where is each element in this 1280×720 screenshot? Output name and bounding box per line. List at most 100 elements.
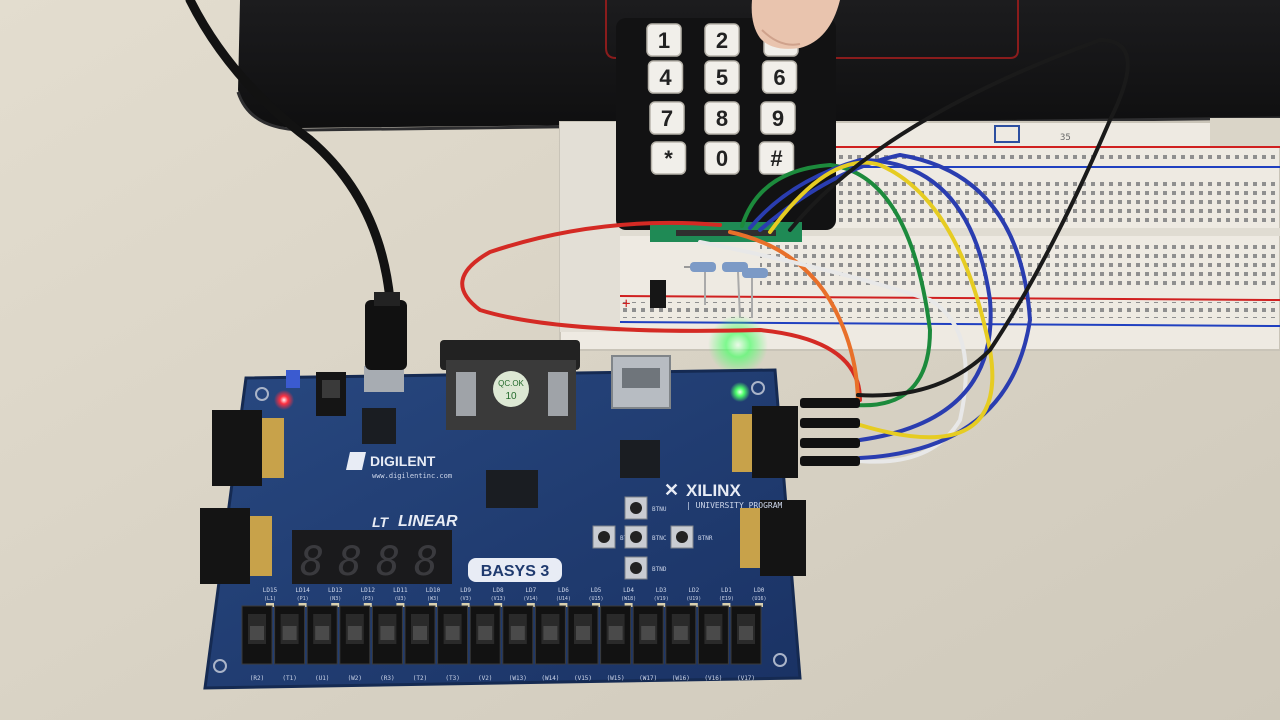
slide-switch-sw9[interactable] (437, 605, 469, 665)
led-label: LD14 (295, 587, 310, 594)
keypad-key-label: 7 (661, 106, 673, 131)
keypad-key-5[interactable]: 5 (704, 60, 740, 94)
slide-switch-sw14[interactable] (274, 605, 306, 665)
switch-pin-label: (R3) (380, 675, 394, 682)
user-led (396, 603, 405, 607)
led-label: LD8 (493, 587, 504, 594)
keypad-key-star[interactable]: * (650, 141, 687, 175)
keypad-key-6[interactable]: 6 (761, 60, 798, 94)
seven-seg-digit: 8 (338, 539, 362, 585)
led-label: LD13 (328, 587, 343, 594)
model-label: BASYS 3 (481, 563, 550, 580)
user-led (624, 603, 633, 607)
button-label: BTNR (698, 535, 713, 542)
button-btnu[interactable]: BTNU (624, 496, 667, 520)
fpga-chip (486, 470, 538, 508)
keypad-key-0[interactable]: 0 (704, 141, 740, 175)
resistors (650, 262, 768, 319)
slide-switch-sw8[interactable] (469, 605, 501, 665)
led-pin-label: (P3) (362, 596, 374, 602)
led-label: LD3 (656, 587, 667, 594)
led-pin-label: (L1) (264, 596, 276, 602)
switch-pin-labels: (R2)(T1)(U1)(W2)(R3)(T2)(T3)(V2)(W13)(W1… (250, 675, 755, 682)
keypad-key-7[interactable]: 7 (649, 101, 685, 135)
user-led (266, 603, 274, 607)
slide-switch-sw10[interactable] (404, 605, 436, 665)
button-btnr[interactable]: BTNR (670, 525, 713, 549)
slide-switches (241, 605, 762, 665)
xilinx-text: XILINX (686, 481, 741, 500)
slide-switch-sw4[interactable] (600, 605, 632, 665)
switch-pin-label: (W17) (639, 675, 657, 682)
pmod-jb (732, 406, 798, 478)
power-cable (185, 0, 395, 305)
user-led (298, 603, 307, 607)
slide-switch-sw5[interactable] (567, 605, 599, 665)
svg-text:35: 35 (1060, 133, 1071, 143)
led-label: LD5 (591, 587, 602, 594)
slide-switch-sw12[interactable] (339, 605, 371, 665)
basys3-badge: BASYS 3 (468, 558, 562, 582)
button-label: BTNU (652, 506, 667, 513)
digilent-text: DIGILENT (370, 453, 436, 469)
vga-connector: QC.OK 10 (440, 340, 580, 430)
user-led (722, 603, 731, 607)
keypad: 123456789*0# (616, 18, 836, 242)
slide-switch-sw3[interactable] (632, 605, 664, 665)
keypad-key-hash[interactable]: # (758, 141, 795, 175)
user-led (657, 603, 666, 607)
led-pin-label: (W3) (427, 596, 439, 602)
keypad-key-9[interactable]: 9 (760, 101, 796, 135)
slide-switch-sw13[interactable] (306, 605, 338, 665)
led-pin-label: (U19) (686, 596, 701, 602)
user-led (429, 603, 437, 607)
user-led (331, 603, 340, 607)
breadboard-glow (708, 315, 768, 375)
done-led (730, 382, 750, 402)
jumper-wires (460, 37, 1130, 466)
button-btnd[interactable]: BTND (624, 556, 667, 580)
svg-text:✕: ✕ (664, 480, 679, 500)
switch-pin-label: (W16) (672, 675, 690, 682)
keypad-key-4[interactable]: 4 (647, 60, 684, 94)
keypad-key-label: 4 (659, 65, 672, 90)
keypad-key-1[interactable]: 1 (646, 23, 682, 57)
wire-black (788, 37, 1130, 398)
slide-switch-sw2[interactable] (665, 605, 697, 665)
led-label: LD7 (525, 587, 536, 594)
switch-pin-label: (W2) (348, 675, 362, 682)
keypad-key-label: # (770, 146, 782, 171)
switch-pin-label: (V2) (478, 675, 492, 682)
switch-pin-label: (W14) (541, 675, 559, 682)
button-btnc[interactable]: BTNC (624, 525, 667, 549)
led-pin-label: (U3) (394, 596, 406, 602)
slide-switch-sw1[interactable] (697, 605, 729, 665)
led-pin-label: (V3) (460, 596, 472, 602)
button-label: BTNC (652, 535, 667, 542)
led-pin-label: (U14) (556, 596, 571, 602)
svg-text:-: - (622, 314, 630, 330)
slide-switch-sw0[interactable] (730, 605, 762, 665)
keypad-key-label: 9 (772, 106, 784, 131)
led-label: LD9 (460, 587, 471, 594)
wire-green (740, 162, 933, 408)
keypad-key-8[interactable]: 8 (704, 101, 740, 135)
wire-yellow (768, 160, 995, 440)
switch-pin-label: (T1) (282, 675, 296, 682)
led-pin-label: (W18) (621, 596, 636, 602)
keypad-key-2[interactable]: 2 (704, 23, 740, 57)
led-label: LD1 (721, 587, 732, 594)
linear-logo: LT LINEAR (372, 513, 458, 530)
user-led (494, 603, 503, 607)
slide-switch-sw7[interactable] (502, 605, 534, 665)
qc-sticker-line1: QC.OK (498, 379, 524, 388)
usb-chip (620, 440, 660, 478)
slide-switch-sw15[interactable] (241, 605, 273, 665)
led-pin-label: (U15) (588, 596, 603, 602)
keypad-key-label: 1 (658, 28, 670, 53)
slide-switch-sw11[interactable] (371, 605, 403, 665)
slide-switch-sw6[interactable] (534, 605, 566, 665)
pmod-ja (212, 410, 284, 486)
led-pin-label: (N3) (329, 596, 341, 602)
